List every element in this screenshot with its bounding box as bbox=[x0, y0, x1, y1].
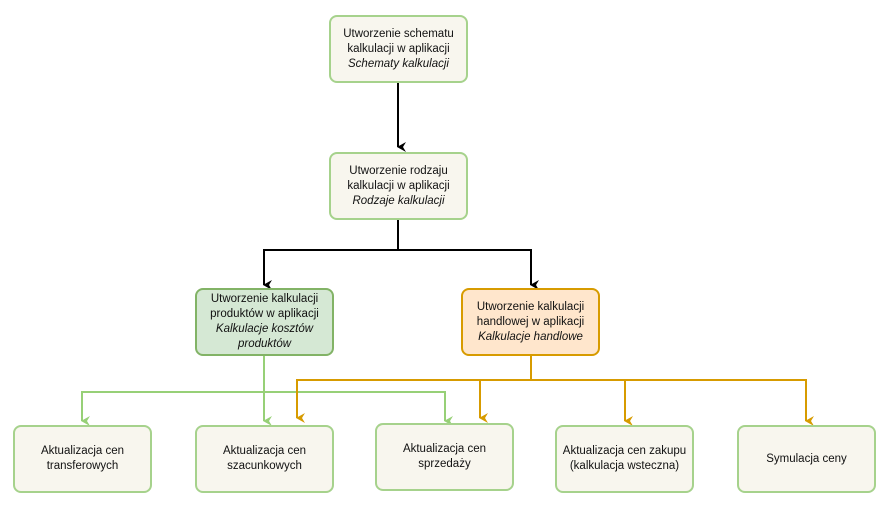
node-zakupu: Aktualizacja cen zakupu (kalkulacja wste… bbox=[555, 425, 694, 493]
edge-handlowa-symulacja bbox=[625, 379, 814, 426]
edge-produktow-transferowe bbox=[81, 356, 265, 426]
node-symulacja: Symulacja ceny bbox=[737, 425, 876, 493]
node-schemat: Utworzenie schematu kalkulacji w aplikac… bbox=[329, 15, 468, 83]
node-transferowe-line2: transferowych bbox=[46, 460, 119, 472]
node-symulacja-line1: Symulacja ceny bbox=[766, 452, 847, 465]
node-rodzaj-line2: kalkulacji w aplikacji bbox=[347, 179, 450, 192]
node-rodzaj-line1: Utworzenie rodzaju bbox=[349, 164, 448, 177]
node-rodzaj-app: Rodzaje kalkulacji bbox=[352, 194, 445, 207]
node-sprzedazy-line2: sprzedaży bbox=[418, 458, 471, 470]
edge-produktow-sprzedazy bbox=[264, 391, 453, 426]
node-zakupu-line1: Aktualizacja cen zakupu bbox=[562, 445, 687, 457]
node-szacunkowe-line2: szacunkowych bbox=[227, 460, 302, 472]
node-rodzaj: Utworzenie rodzaju kalkulacji w aplikacj… bbox=[329, 152, 468, 220]
node-handlowa-app: Kalkulacje handlowe bbox=[478, 330, 583, 343]
node-transferowe-line1: Aktualizacja cen bbox=[40, 445, 125, 457]
node-schemat-app: Schematy kalkulacji bbox=[348, 57, 449, 70]
node-schemat-line2: kalkulacji w aplikacji bbox=[347, 42, 450, 55]
edge-handlowa-zakupu bbox=[531, 379, 633, 426]
edge-handlowa-bus bbox=[296, 356, 532, 423]
node-szacunkowe: Aktualizacja cen szacunkowych bbox=[195, 425, 334, 493]
node-produktow-line1: Utworzenie kalkulacji bbox=[210, 293, 319, 305]
node-sprzedazy: Aktualizacja cen sprzedaży bbox=[375, 423, 514, 491]
node-zakupu-line2: (kalkulacja wsteczna) bbox=[569, 460, 680, 472]
node-sprzedazy-line1: Aktualizacja cen bbox=[402, 443, 487, 455]
node-produktow: Utworzenie kalkulacji produktów w aplika… bbox=[195, 288, 334, 356]
node-handlowa: Utworzenie kalkulacji handlowej w aplika… bbox=[461, 288, 600, 356]
edge-rodzaj-handlowa bbox=[398, 249, 539, 290]
node-handlowa-line2: handlowej w aplikacji bbox=[476, 315, 585, 328]
node-produktow-app2: produktów bbox=[237, 338, 292, 350]
node-produktow-app1: Kalkulacje kosztów bbox=[215, 323, 314, 335]
node-handlowa-line1: Utworzenie kalkulacji bbox=[476, 300, 585, 313]
node-schemat-line1: Utworzenie schematu bbox=[343, 27, 454, 40]
node-produktow-line2: produktów w aplikacji bbox=[210, 308, 319, 320]
edge-rodzaj-produktow bbox=[263, 220, 399, 290]
node-szacunkowe-line1: Aktualizacja cen bbox=[222, 445, 307, 457]
node-transferowe: Aktualizacja cen transferowych bbox=[13, 425, 152, 493]
